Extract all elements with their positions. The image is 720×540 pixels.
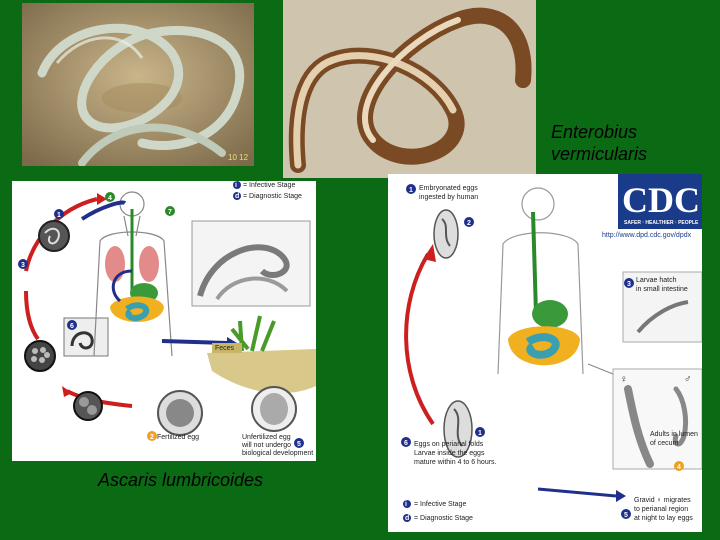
ascaris-egg-stage-4 bbox=[73, 391, 103, 421]
svg-text:6: 6 bbox=[70, 323, 74, 330]
svg-text:5: 5 bbox=[624, 512, 628, 519]
svg-text:4: 4 bbox=[677, 464, 681, 471]
ascaris-cycle-svg: i = Infective Stage d = Diagnostic Stage bbox=[18, 181, 316, 457]
enterobius-step-2: 2 bbox=[467, 220, 471, 227]
svg-text:4: 4 bbox=[108, 195, 112, 202]
ascaris-worm-photo: 10 12 bbox=[22, 3, 254, 166]
ascaris-legend-infective: = Infective Stage bbox=[243, 182, 295, 189]
ascaris-adult-worms bbox=[191, 220, 311, 307]
enterobius-worm-photo bbox=[283, 0, 536, 178]
photo-date-stamp: 10 12 bbox=[228, 153, 249, 162]
enterobius-embryonated-egg bbox=[433, 209, 459, 259]
enterobius-perianal-eggs: 1 6 Eggs on perianal folds Larvae inside… bbox=[401, 400, 497, 466]
enterobius-male-symbol: ♂ bbox=[684, 374, 692, 385]
ascaris-unfertilized-label-3: biological development bbox=[242, 450, 313, 457]
enterobius-caption-line1: Enterobius bbox=[551, 122, 638, 142]
enterobius-step5-line1: Gravid ♀ migrates bbox=[634, 497, 691, 504]
enterobius-legend-diagnostic: = Diagnostic Stage bbox=[414, 515, 473, 522]
enterobius-human-figure bbox=[497, 187, 584, 375]
cdc-url: http://www.dpd.cdc.gov/dpdx bbox=[602, 232, 692, 239]
enterobius-legend-infective: = Infective Stage bbox=[414, 501, 466, 508]
enterobius-female-symbol: ♀ bbox=[620, 374, 628, 385]
enterobius-step6-line2: Larvae inside the eggs bbox=[414, 450, 485, 457]
enterobius-step4-line1: Adults in lumen bbox=[650, 431, 698, 438]
enterobius-adults-box: ♀ ♂ Adults in lumen of cecum 4 bbox=[612, 368, 702, 471]
enterobius-life-cycle-diagram: CDC SAFER · HEALTHIER · PEOPLE http://ww… bbox=[388, 174, 702, 532]
ascaris-fertilized-label: Fertilized egg bbox=[157, 434, 199, 441]
enterobius-step5-line3: at night to lay eggs bbox=[634, 515, 693, 522]
ascaris-egg-stage-3 bbox=[24, 340, 56, 372]
ascaris-unfertilized-egg: Unfertilized egg will not undergo biolog… bbox=[241, 386, 313, 457]
enterobius-step3-line1: Larvae hatch bbox=[636, 277, 677, 284]
ascaris-fertilized-egg: Fertilized egg bbox=[157, 390, 203, 441]
svg-text:5: 5 bbox=[297, 441, 301, 448]
ascaris-legend-diagnostic: = Diagnostic Stage bbox=[243, 193, 302, 200]
ascaris-feces-label: Feces bbox=[215, 345, 235, 352]
enterobius-step5-line2: to perianal region bbox=[634, 506, 688, 513]
enterobius-step6-line3: mature within 4 to 6 hours. bbox=[414, 459, 497, 466]
ascaris-step-markers: 1 2 3 4 5 6 7 bbox=[18, 192, 304, 448]
svg-text:2: 2 bbox=[150, 434, 154, 441]
ascaris-worm-image: 10 12 bbox=[22, 3, 254, 166]
enterobius-larvae-box: 3 Larvae hatch in small intestine bbox=[622, 271, 702, 343]
cdc-tagline: SAFER · HEALTHIER · PEOPLE bbox=[624, 220, 699, 226]
ascaris-legend-diagnostic-num: d bbox=[235, 193, 239, 200]
ascaris-soil-feces: Feces bbox=[207, 315, 316, 394]
ascaris-unfertilized-label-1: Unfertilized egg bbox=[242, 434, 291, 441]
enterobius-step3-line2: in small intestine bbox=[636, 286, 688, 293]
ascaris-unfertilized-label-2: will not undergo bbox=[241, 442, 291, 449]
enterobius-caption-line2: vermicularis bbox=[551, 144, 648, 164]
ascaris-egg-stage-1 bbox=[38, 220, 70, 252]
ascaris-caption: Ascaris lumbricoides bbox=[98, 470, 264, 490]
enterobius-step1-line1: Embryonated eggs bbox=[419, 185, 478, 192]
svg-text:i: i bbox=[405, 501, 407, 508]
enterobius-cycle-svg: CDC SAFER · HEALTHIER · PEOPLE http://ww… bbox=[401, 174, 702, 522]
enterobius-step-1: 1 bbox=[409, 187, 413, 194]
enterobius-legend: i = Infective Stage d = Diagnostic Stage bbox=[403, 500, 473, 522]
svg-text:1: 1 bbox=[478, 430, 482, 437]
ascaris-legend-infective-num: i bbox=[235, 182, 237, 189]
enterobius-caption: Enterobius vermicularis bbox=[551, 121, 647, 165]
ascaris-life-cycle-diagram: i = Infective Stage d = Diagnostic Stage bbox=[12, 181, 316, 461]
cdc-logo: CDC SAFER · HEALTHIER · PEOPLE http://ww… bbox=[602, 174, 702, 239]
svg-text:6: 6 bbox=[404, 440, 408, 447]
enterobius-step1-line2: ingested by human bbox=[419, 194, 478, 201]
enterobius-step4-line2: of cecum bbox=[650, 440, 679, 447]
svg-text:3: 3 bbox=[627, 281, 631, 288]
svg-text:1: 1 bbox=[57, 212, 61, 219]
svg-text:3: 3 bbox=[21, 262, 25, 269]
enterobius-step6-line1: Eggs on perianal folds bbox=[414, 441, 484, 448]
enterobius-step5: 5 Gravid ♀ migrates to perianal region a… bbox=[621, 497, 693, 522]
cdc-logo-text: CDC bbox=[622, 180, 700, 220]
svg-text:7: 7 bbox=[168, 209, 172, 216]
svg-text:d: d bbox=[405, 515, 409, 522]
enterobius-worm-image bbox=[283, 0, 536, 178]
